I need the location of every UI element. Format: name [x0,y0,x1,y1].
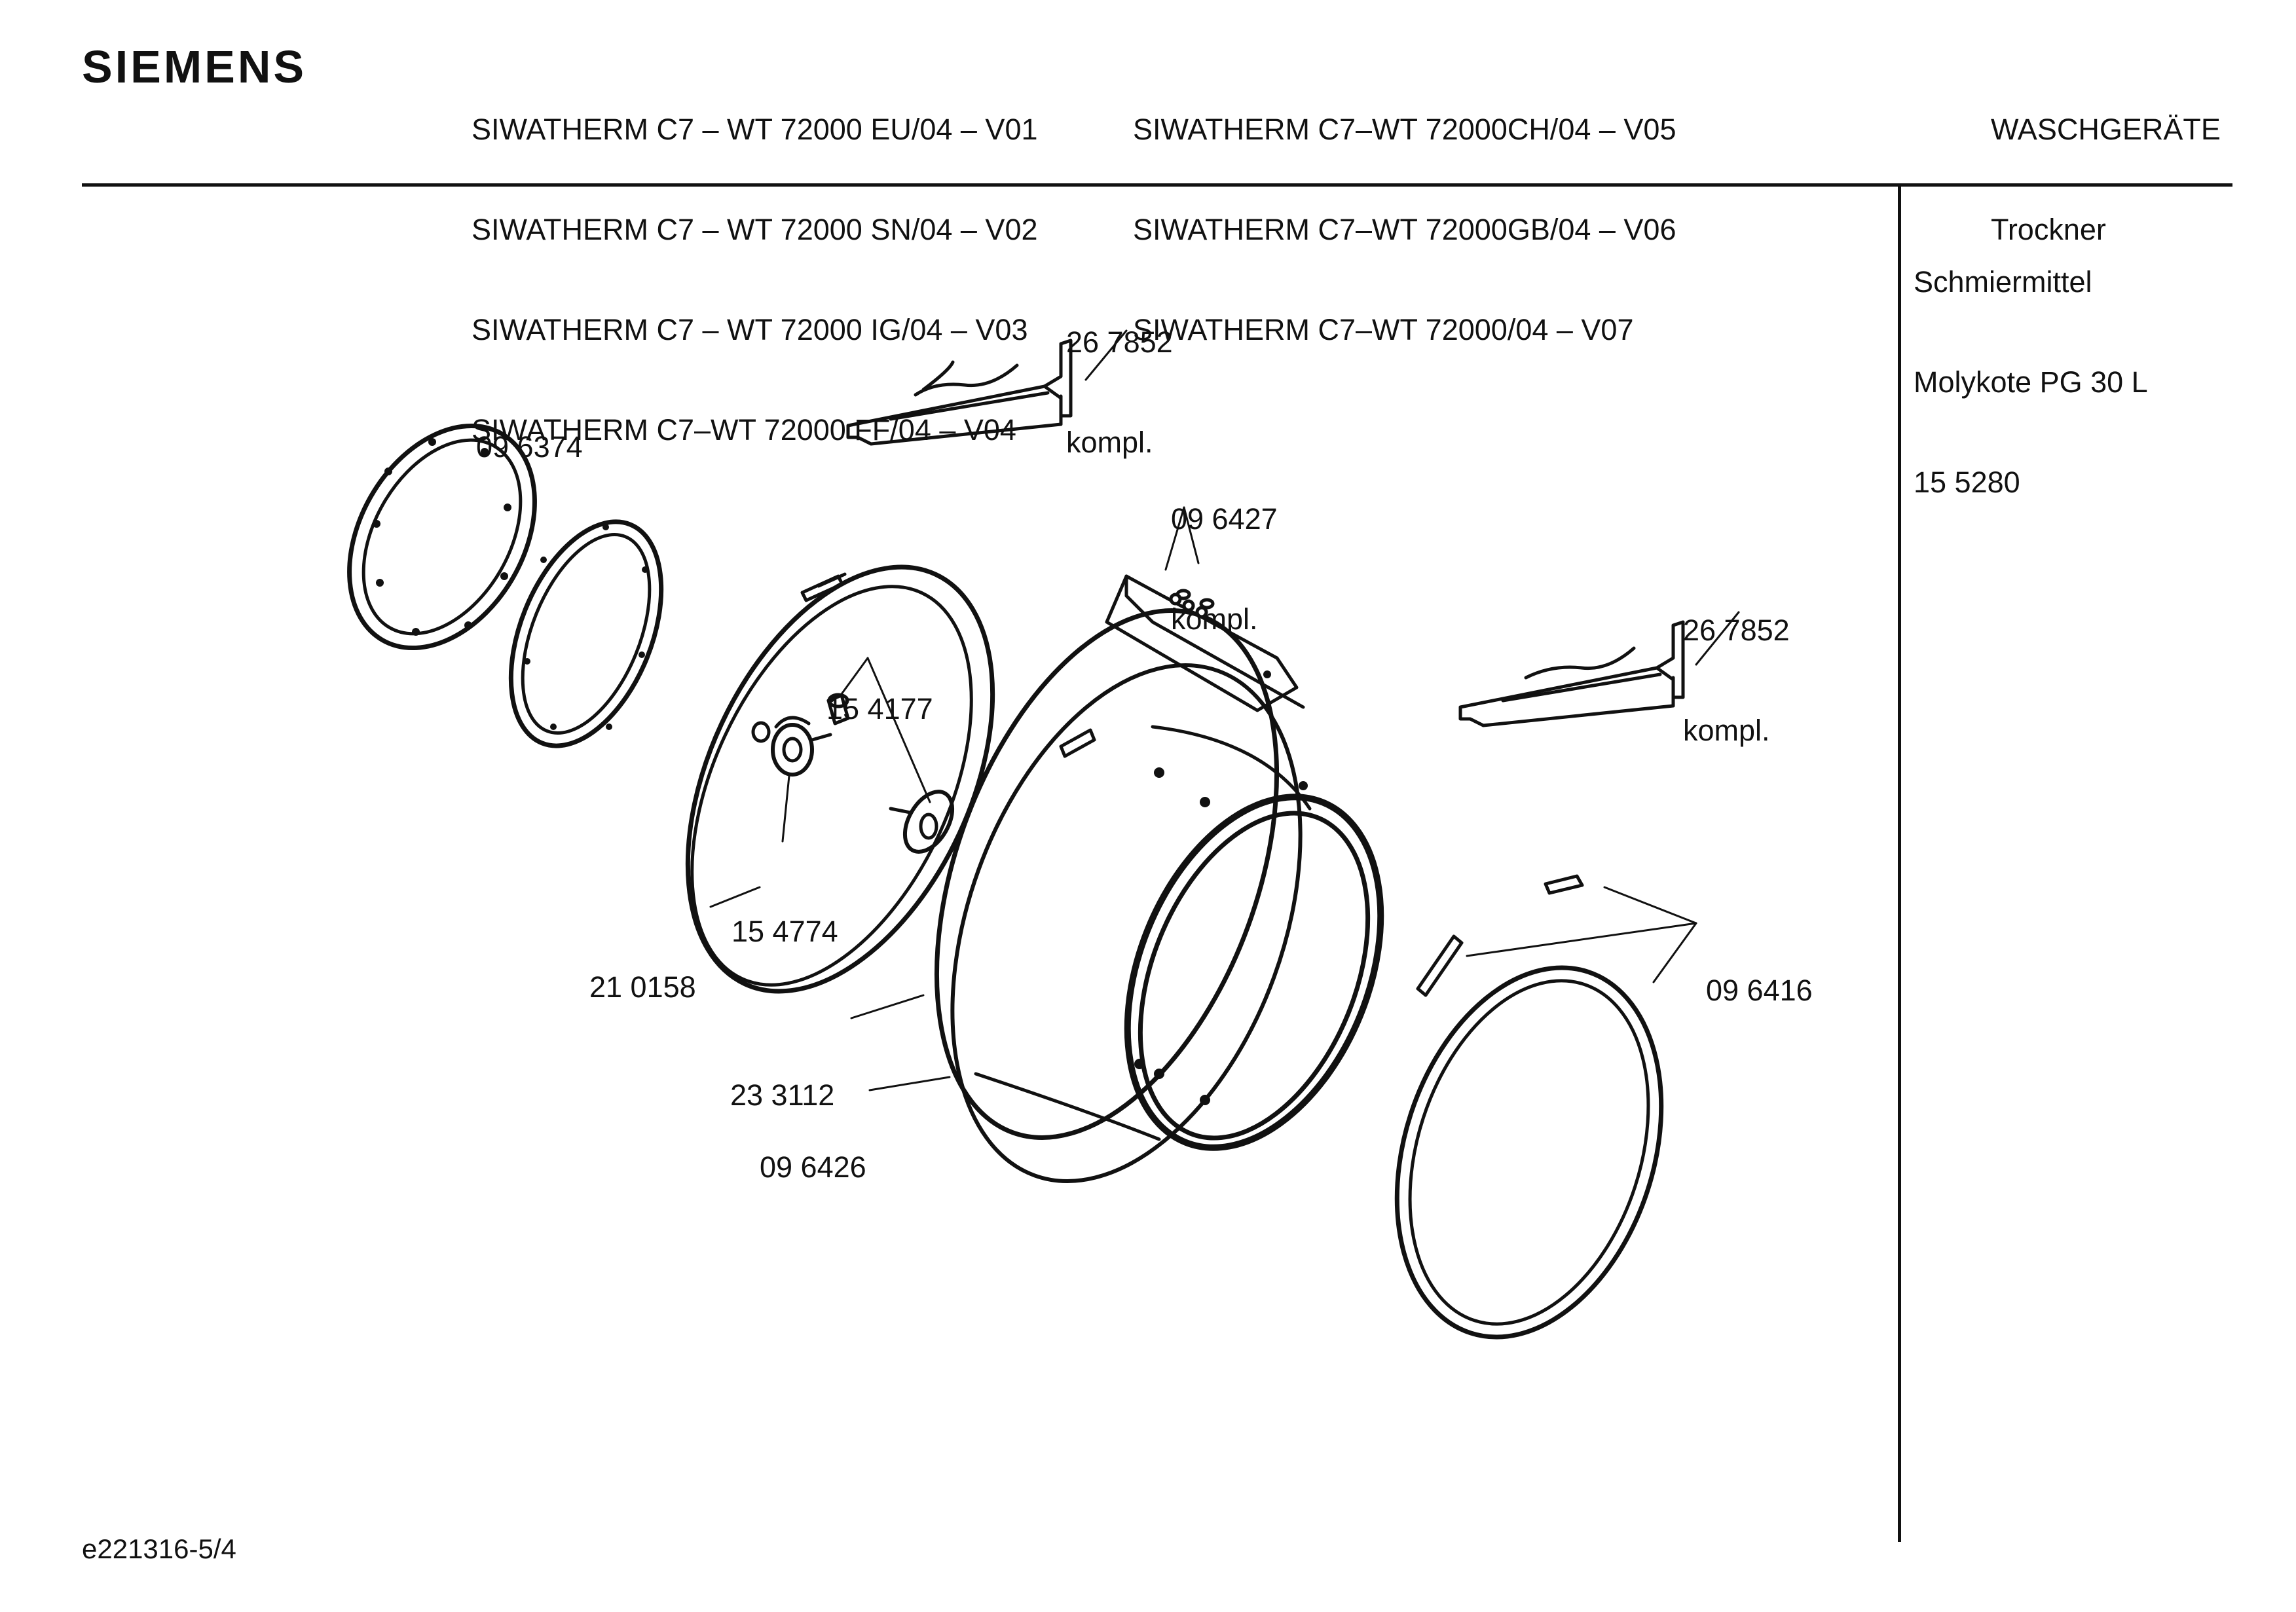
lubricant-line: 15 5280 [1914,466,2020,499]
part-label: 15 4177 [826,625,933,759]
drawing-id: e221316-5/4 [82,1533,236,1564]
model-list-right: SIWATHERM C7–WT 72000CH/04 – V05 SIWATHE… [1133,46,1676,380]
part-number: 23 3112 [730,1078,835,1112]
part-number: 26 7852 [1683,614,1790,647]
seal-ring-outer [347,423,537,651]
flange-ring [508,519,664,748]
part-number: 26 7852 [1066,325,1173,359]
part-label: 21 0158 [589,904,696,1037]
terminal-block [1105,574,1305,712]
leader-lines [709,329,1740,1091]
model-line: SIWATHERM C7 – WT 72000 IG/04 – V03 [472,313,1028,346]
model-line: SIWATHERM C7 – WT 72000 EU/04 – V01 [472,113,1038,146]
door-seal [1394,874,1664,1340]
heater-bracket-top [846,339,1073,446]
brand-logo: SIEMENS [82,41,307,92]
part-label: 09 6426 [760,1084,866,1217]
part-label: 15 4774 [731,848,838,981]
model-line: SIWATHERM C7–WT 72000GB/04 – V06 [1133,213,1676,246]
lubricant-line: Molykote PG 30 L [1914,365,2148,399]
model-line: SIWATHERM C7–WT 72000CH/04 – V05 [1133,113,1676,146]
part-label: 23 3112 [730,1012,834,1145]
model-line: SIWATHERM C7 – WT 72000 SN/04 – V02 [472,213,1038,246]
part-label: 09 6416 [1706,907,1813,1040]
sidebar-divider [1898,187,1901,1542]
part-label: 26 7852 kompl. [1683,547,1790,780]
category-block: WASCHGERÄTE Trockner [1991,46,2221,280]
model-list-left: SIWATHERM C7 – WT 72000 EU/04 – V01 SIWA… [472,46,1038,480]
part-number: 09 6416 [1706,974,1813,1007]
drum-shaft [826,693,955,854]
bearing-assembly [751,716,832,777]
part-number: 09 6426 [760,1150,866,1184]
part-number: 21 0158 [589,970,696,1004]
header-divider [82,183,2232,187]
part-number: 15 4774 [731,915,838,948]
part-number: 15 4177 [826,692,933,725]
part-number: 09 6374 [476,430,583,464]
heater-bracket-right [1458,620,1685,727]
part-label: 09 6374 [476,363,583,497]
part-label: 26 7852 kompl. [1066,259,1173,492]
part-number: 09 6427 [1171,502,1278,536]
category-line: Trockner [1991,213,2106,246]
model-line: SIWATHERM C7–WT 72000/04 – V07 [1133,313,1634,346]
model-line: SIWATHERM C7–WT 72000 FF/04 – V04 [472,413,1016,447]
lubricant-note: Schmiermittel Molykote PG 30 L 15 5280 [1914,198,2148,532]
part-note: kompl. [1683,714,1770,747]
part-note: kompl. [1066,426,1153,459]
lubricant-line: Schmiermittel [1914,265,2092,299]
category-line: WASCHGERÄTE [1991,113,2221,146]
part-label: 09 6427 kompl. [1171,435,1278,669]
drum-body [934,608,1384,1183]
part-note: kompl. [1171,602,1258,636]
